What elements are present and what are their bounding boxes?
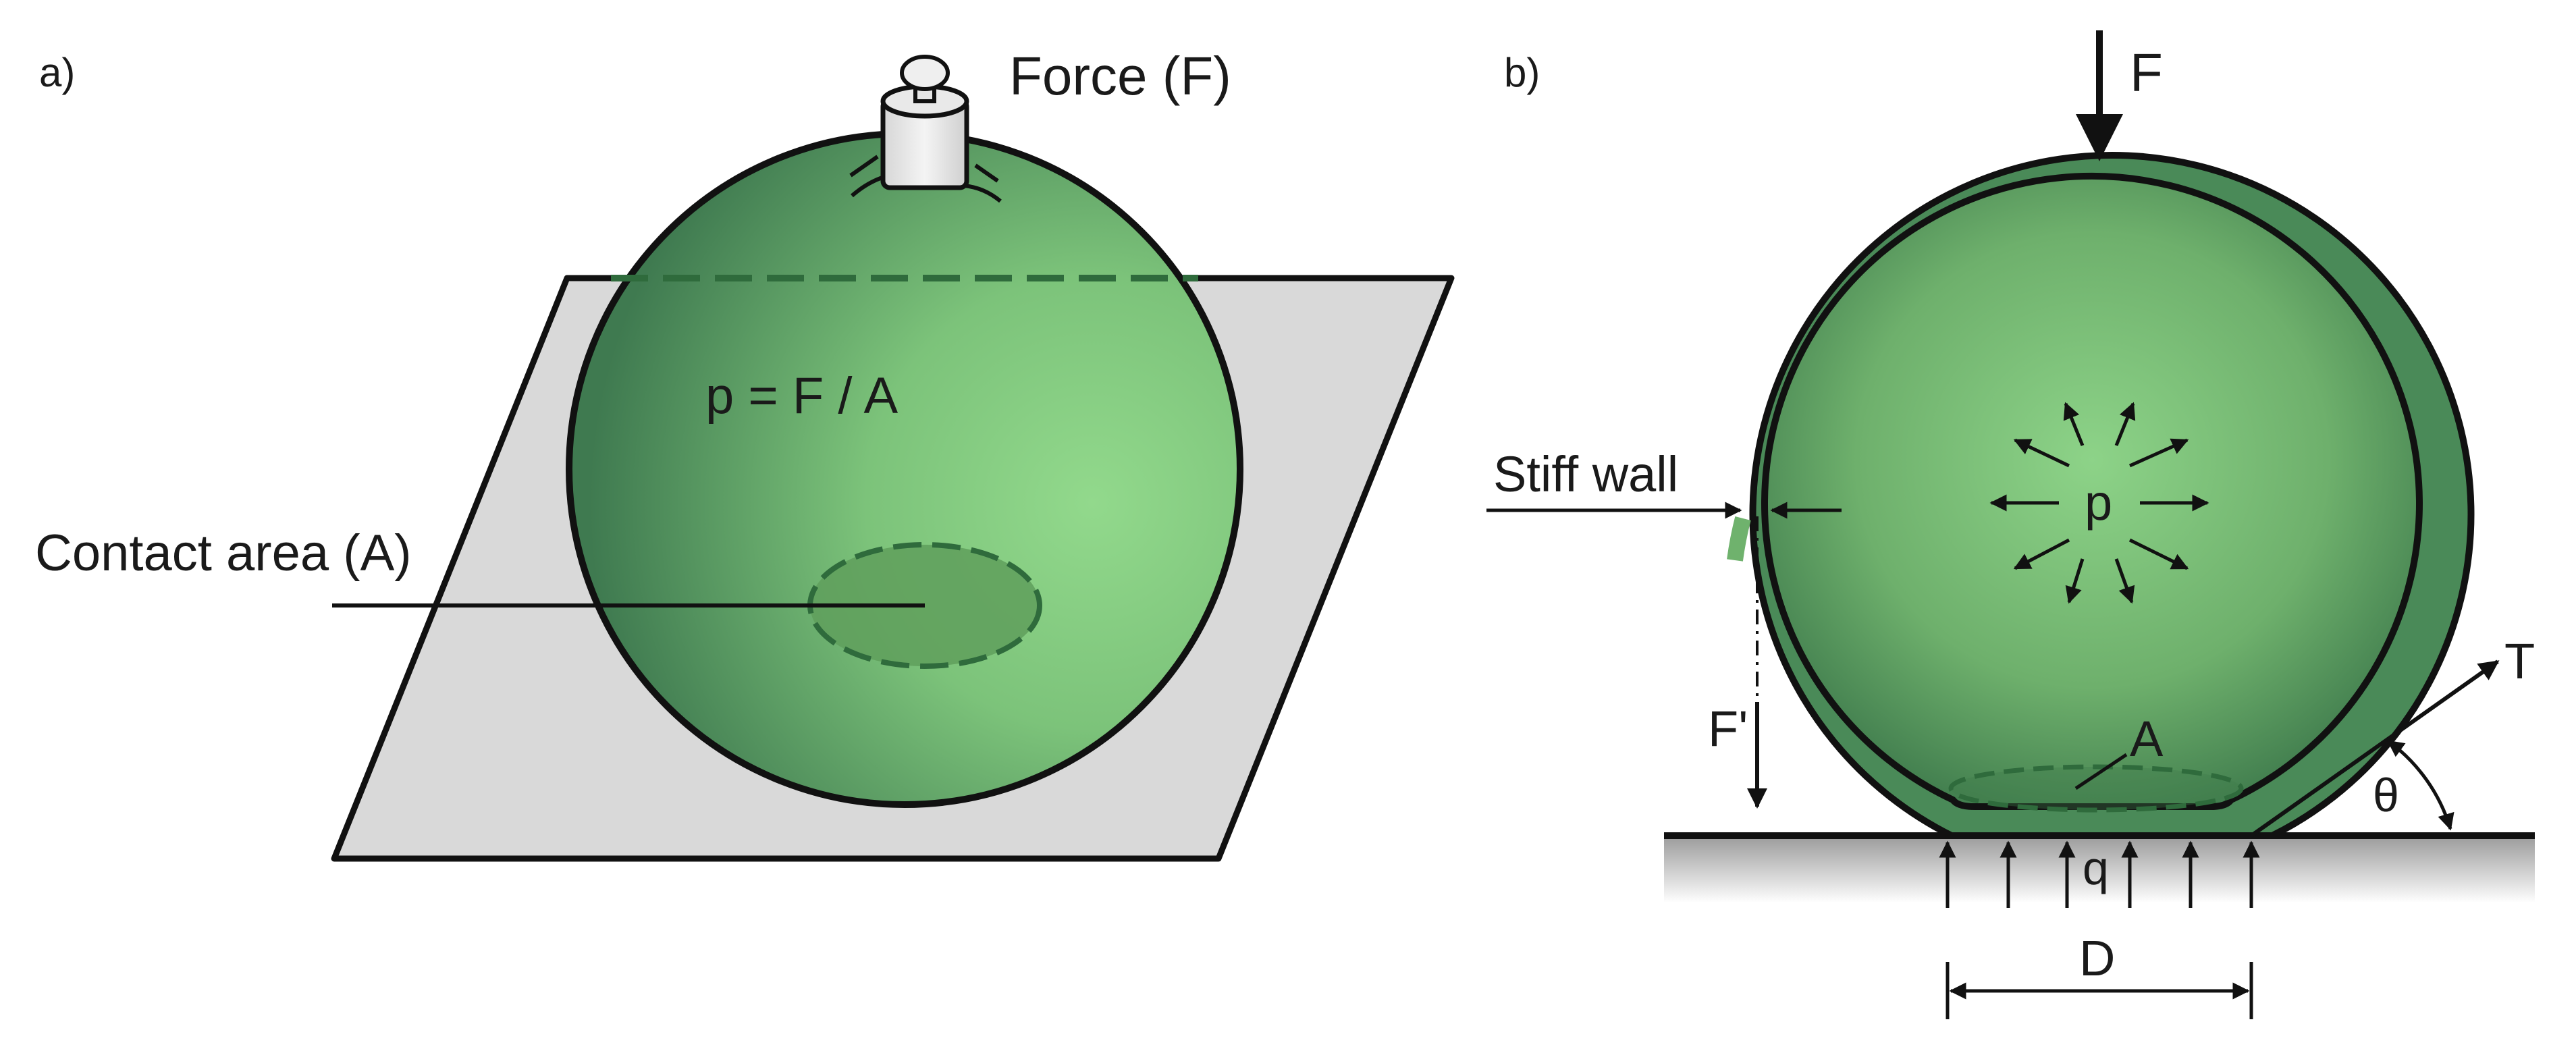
pressure-equation: p = F / A — [705, 367, 898, 425]
area-label: A — [2130, 711, 2164, 767]
ground-shading — [1664, 836, 2535, 903]
angle-label: θ — [2373, 769, 2399, 821]
panel-b-label: b) — [1504, 50, 1540, 95]
force-label-b: F — [2130, 43, 2163, 103]
panel-a: a) Force (F) p = F / A Contact area (A) — [35, 46, 1455, 862]
balloon-sphere — [566, 130, 1243, 808]
tension-arrow — [2250, 659, 2500, 838]
diameter-label: D — [2079, 930, 2115, 986]
reaction-label: F' — [1708, 701, 1748, 757]
wall-label: Stiff wall — [1493, 446, 1678, 502]
inner-balloon — [1761, 173, 2423, 810]
pressure-arrows — [1989, 402, 2209, 604]
tension-label: T — [2504, 633, 2535, 689]
weight-icon — [849, 55, 1002, 203]
force-label: Force (F) — [1009, 46, 1231, 106]
area-leader — [2074, 753, 2128, 790]
ground-pressure-label: q — [2083, 842, 2109, 894]
pressure-label: p — [2085, 475, 2112, 531]
contact-patch — [1948, 764, 2244, 813]
panel-b: b) A F p S — [1486, 30, 2535, 1019]
contact-area-label: Contact area (A) — [35, 524, 412, 582]
panel-a-label: a) — [39, 50, 75, 95]
angle-arc — [2386, 739, 2454, 831]
ground-pressure-arrows — [1939, 840, 2260, 908]
wall-slit — [1727, 516, 1751, 562]
